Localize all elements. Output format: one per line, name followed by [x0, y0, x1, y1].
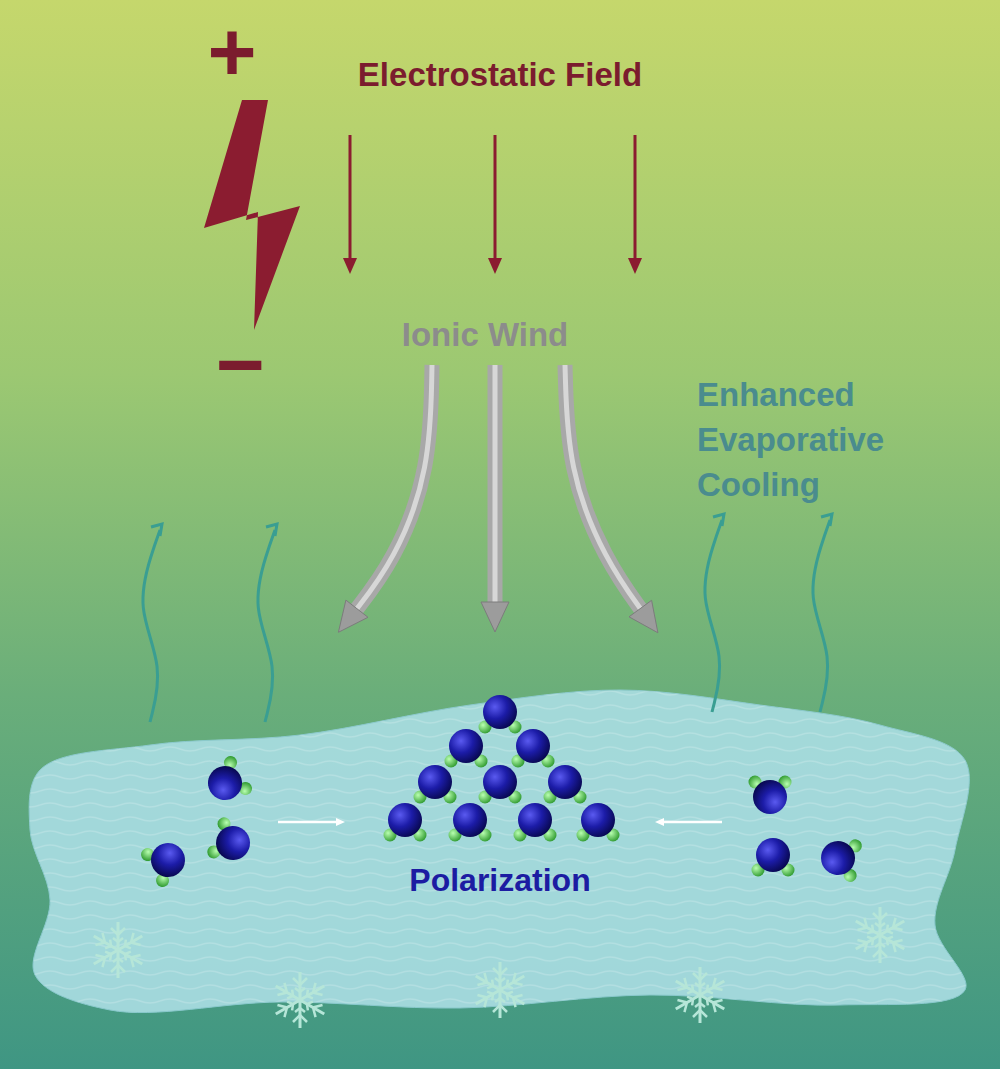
ionic-wind-arrowhead	[481, 602, 509, 632]
water-molecule	[818, 834, 863, 883]
cooling-label: Enhanced Evaporative Cooling	[697, 372, 937, 507]
water-molecule	[749, 776, 792, 815]
ionic-wind-arrow	[488, 365, 503, 610]
evaporation-arrow	[813, 520, 830, 712]
wind-label: Ionic Wind	[402, 317, 569, 353]
water-molecule	[752, 838, 795, 877]
water-surface	[29, 690, 969, 1013]
migration-arrow	[278, 821, 339, 824]
water-molecule	[414, 765, 457, 804]
evaporation-arrow	[143, 530, 160, 722]
snowflake	[472, 962, 527, 1018]
ionic-wind-arrow	[352, 365, 432, 615]
field-arrowhead	[488, 258, 502, 274]
water-puddle: Polarization	[20, 680, 985, 1020]
lightning-bolt	[204, 100, 300, 330]
water-molecule	[544, 765, 587, 804]
ionic-wind-arrowhead	[629, 600, 658, 633]
field-arrow	[494, 135, 497, 262]
water-molecule	[577, 803, 620, 842]
migration-arrowhead	[336, 818, 345, 826]
ionic-wind-highlight	[493, 365, 498, 610]
evaporation-arrow	[258, 530, 275, 722]
water-molecule	[514, 803, 557, 842]
ionic-wind-highlight	[565, 365, 645, 615]
minus-sign: −	[215, 318, 264, 410]
snowflake	[852, 907, 907, 963]
water-molecule	[200, 754, 255, 810]
field-arrow	[634, 135, 637, 262]
plus-sign: +	[207, 6, 256, 98]
evaporation-arrowhead	[266, 524, 277, 536]
evaporation-arrowhead	[821, 514, 832, 526]
migration-arrow	[661, 821, 722, 824]
water-molecule	[479, 695, 522, 734]
snowflake	[90, 922, 145, 978]
snowflake	[672, 967, 727, 1023]
water-molecule	[445, 729, 488, 768]
field-label: Electrostatic Field	[358, 57, 642, 93]
ionic-wind-highlight	[352, 365, 432, 615]
field-arrow	[349, 135, 352, 262]
evaporation-arrow	[705, 520, 722, 712]
migration-arrowhead	[655, 818, 664, 826]
evaporation-arrowhead	[151, 524, 162, 536]
ionic-wind-arrowhead	[338, 600, 368, 632]
evaporation-arrowhead	[713, 514, 724, 526]
water-molecule	[205, 815, 256, 869]
water-ripples	[29, 690, 969, 1013]
field-arrowhead	[343, 258, 357, 274]
node-label: Polarization	[409, 862, 590, 899]
ionic-wind-arrow	[565, 365, 645, 615]
field-arrowhead	[628, 258, 642, 274]
water-molecule	[449, 803, 492, 842]
water-molecule	[479, 765, 522, 804]
puddle-shape	[20, 680, 985, 1020]
water-molecule	[512, 729, 555, 768]
snowflake	[272, 972, 327, 1028]
water-molecule	[139, 833, 194, 889]
water-molecule	[384, 803, 427, 842]
